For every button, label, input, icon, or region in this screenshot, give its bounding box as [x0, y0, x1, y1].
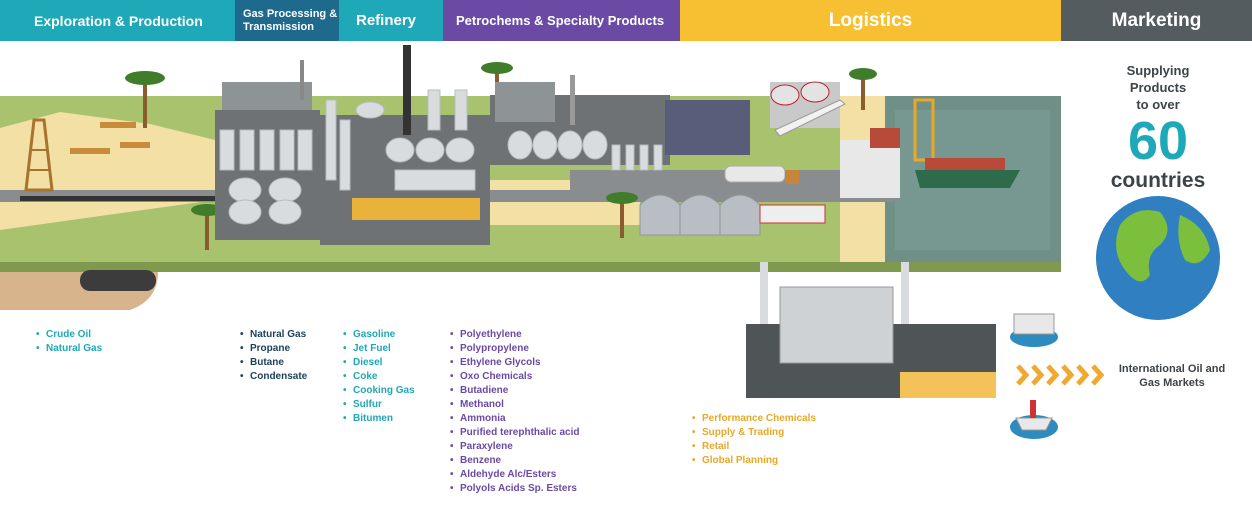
gas-list-item: Butane: [240, 356, 307, 370]
header-exploration-label: Exploration & Production: [34, 12, 203, 29]
header-logistics: Logistics: [680, 0, 1061, 41]
gas-list-item: Natural Gas: [240, 328, 307, 342]
logistics-product-list: Performance ChemicalsSupply & TradingRet…: [692, 412, 816, 468]
header-refinery: Refinery: [339, 0, 443, 41]
header-gas-processing-label: Gas Processing & Transmission: [243, 7, 338, 33]
petrochems-list-item: Benzene: [450, 454, 579, 468]
refinery-list-item: Diesel: [343, 356, 415, 370]
petrochems-list-item: Purified terephthalic acid: [450, 426, 579, 440]
logistics-list-item: Retail: [692, 440, 816, 454]
chevron-arrows-icon: [1016, 364, 1105, 386]
petrochem-plant: [490, 75, 750, 171]
refinery-tower-icon: [320, 45, 490, 245]
petrochems-list-item: Ammonia: [450, 412, 579, 426]
petrochems-list-item: Paraxylene: [450, 440, 579, 454]
header-marketing: Marketing: [1061, 0, 1252, 41]
logistics-list-item: Global Planning: [692, 454, 816, 468]
refinery-list-item: Cooking Gas: [343, 384, 415, 398]
airplane-icon: [770, 81, 846, 137]
petrochems-product-list: PolyethylenePolypropyleneEthylene Glycol…: [450, 328, 579, 496]
header-logistics-label: Logistics: [828, 9, 913, 31]
petrochems-list-item: Polypropylene: [450, 342, 579, 356]
crane-icon: [870, 98, 935, 162]
exploration-product-list: Crude OilNatural Gas: [36, 328, 102, 356]
logistics-list-item: Performance Chemicals: [692, 412, 816, 426]
petrochems-list-item: Butadiene: [450, 384, 579, 398]
ship-marketing-icon: [1010, 400, 1058, 439]
supply-summary: Supplying Products to over 60 countries: [1100, 62, 1216, 193]
refinery-list-item: Sulfur: [343, 398, 415, 412]
supply-count: 60: [1127, 111, 1189, 171]
gas-list-item: Propane: [240, 342, 307, 356]
petrochems-list-item: Polyethylene: [450, 328, 579, 342]
supply-countries: countries: [1110, 169, 1206, 192]
office-building: [746, 262, 996, 398]
oil-rig-icon: [24, 118, 150, 192]
supply-line2: Products: [1129, 80, 1187, 95]
petrochems-list-item: Polyols Acids Sp. Esters: [450, 482, 579, 496]
exploration-list-item: Natural Gas: [36, 342, 102, 356]
exploration-list-item: Crude Oil: [36, 328, 102, 342]
refinery-list-item: Gasoline: [343, 328, 415, 342]
header-gas-processing: Gas Processing & Transmission: [235, 0, 339, 41]
international-markets-label: International Oil and Gas Markets: [1118, 363, 1226, 389]
gas-processing-plant: [215, 60, 320, 240]
header-refinery-label: Refinery: [356, 12, 417, 29]
logistics-list-item: Supply & Trading: [692, 426, 816, 440]
truck-marketing-icon: [1010, 313, 1058, 347]
petrochems-list-item: Aldehyde Alc/Esters: [450, 468, 579, 482]
supply-line3: to over: [1136, 97, 1180, 112]
gas-list-item: Condensate: [240, 370, 307, 384]
header-marketing-label: Marketing: [1111, 9, 1202, 31]
petrochems-list-item: Oxo Chemicals: [450, 370, 579, 384]
refinery-product-list: GasolineJet FuelDieselCokeCooking GasSul…: [343, 328, 415, 426]
gas-product-list: Natural GasPropaneButaneCondensate: [240, 328, 307, 384]
header-petrochems: Petrochems & Specialty Products: [443, 0, 680, 41]
warehouse-domes: [639, 194, 761, 236]
header-exploration: Exploration & Production: [0, 0, 235, 41]
supply-line1: Supplying: [1126, 63, 1190, 78]
storage-tank-icon: [219, 129, 313, 225]
refinery-list-item: Bitumen: [343, 412, 415, 426]
globe-icon: [1096, 196, 1220, 320]
petrochems-list-item: Ethylene Glycols: [450, 356, 579, 370]
header-petrochems-label: Petrochems & Specialty Products: [456, 13, 665, 28]
refinery-list-item: Coke: [343, 370, 415, 384]
cargo-ship-icon: [915, 158, 1020, 188]
petrochems-list-item: Methanol: [450, 398, 579, 412]
truck-icon: [724, 165, 799, 184]
refinery-list-item: Jet Fuel: [343, 342, 415, 356]
